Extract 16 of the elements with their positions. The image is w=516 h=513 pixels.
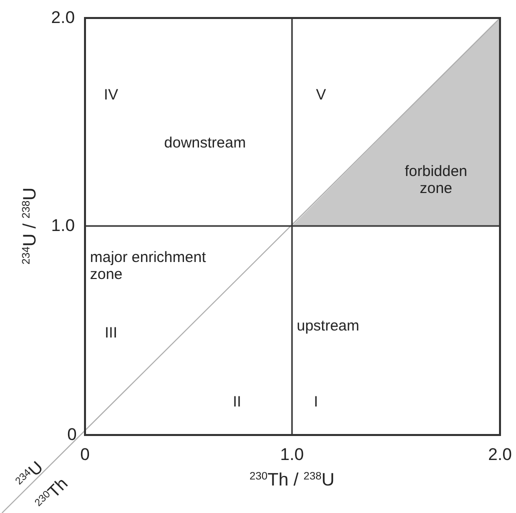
zone-label: II [232, 393, 242, 411]
zone-label: upstream [296, 317, 360, 335]
zone-label: I [314, 393, 318, 411]
zone-label: downstream [164, 134, 246, 152]
zone-label: major enrichment zone [90, 248, 207, 284]
tick-label: 0 [67, 425, 77, 445]
tick-label: 1.0 [51, 216, 75, 236]
tick-label: 0 [80, 445, 90, 465]
axis-title: $^{230}$Th / $^{238}$U [249, 470, 335, 490]
tick-label: 2.0 [488, 445, 512, 465]
zone-label: III [104, 324, 118, 342]
zone-label: V [316, 86, 326, 104]
tick-label: 2.0 [51, 8, 75, 28]
tick-label: 1.0 [280, 445, 304, 465]
zone-label: forbidden zone [404, 162, 468, 198]
zone-label: IV [104, 86, 118, 104]
